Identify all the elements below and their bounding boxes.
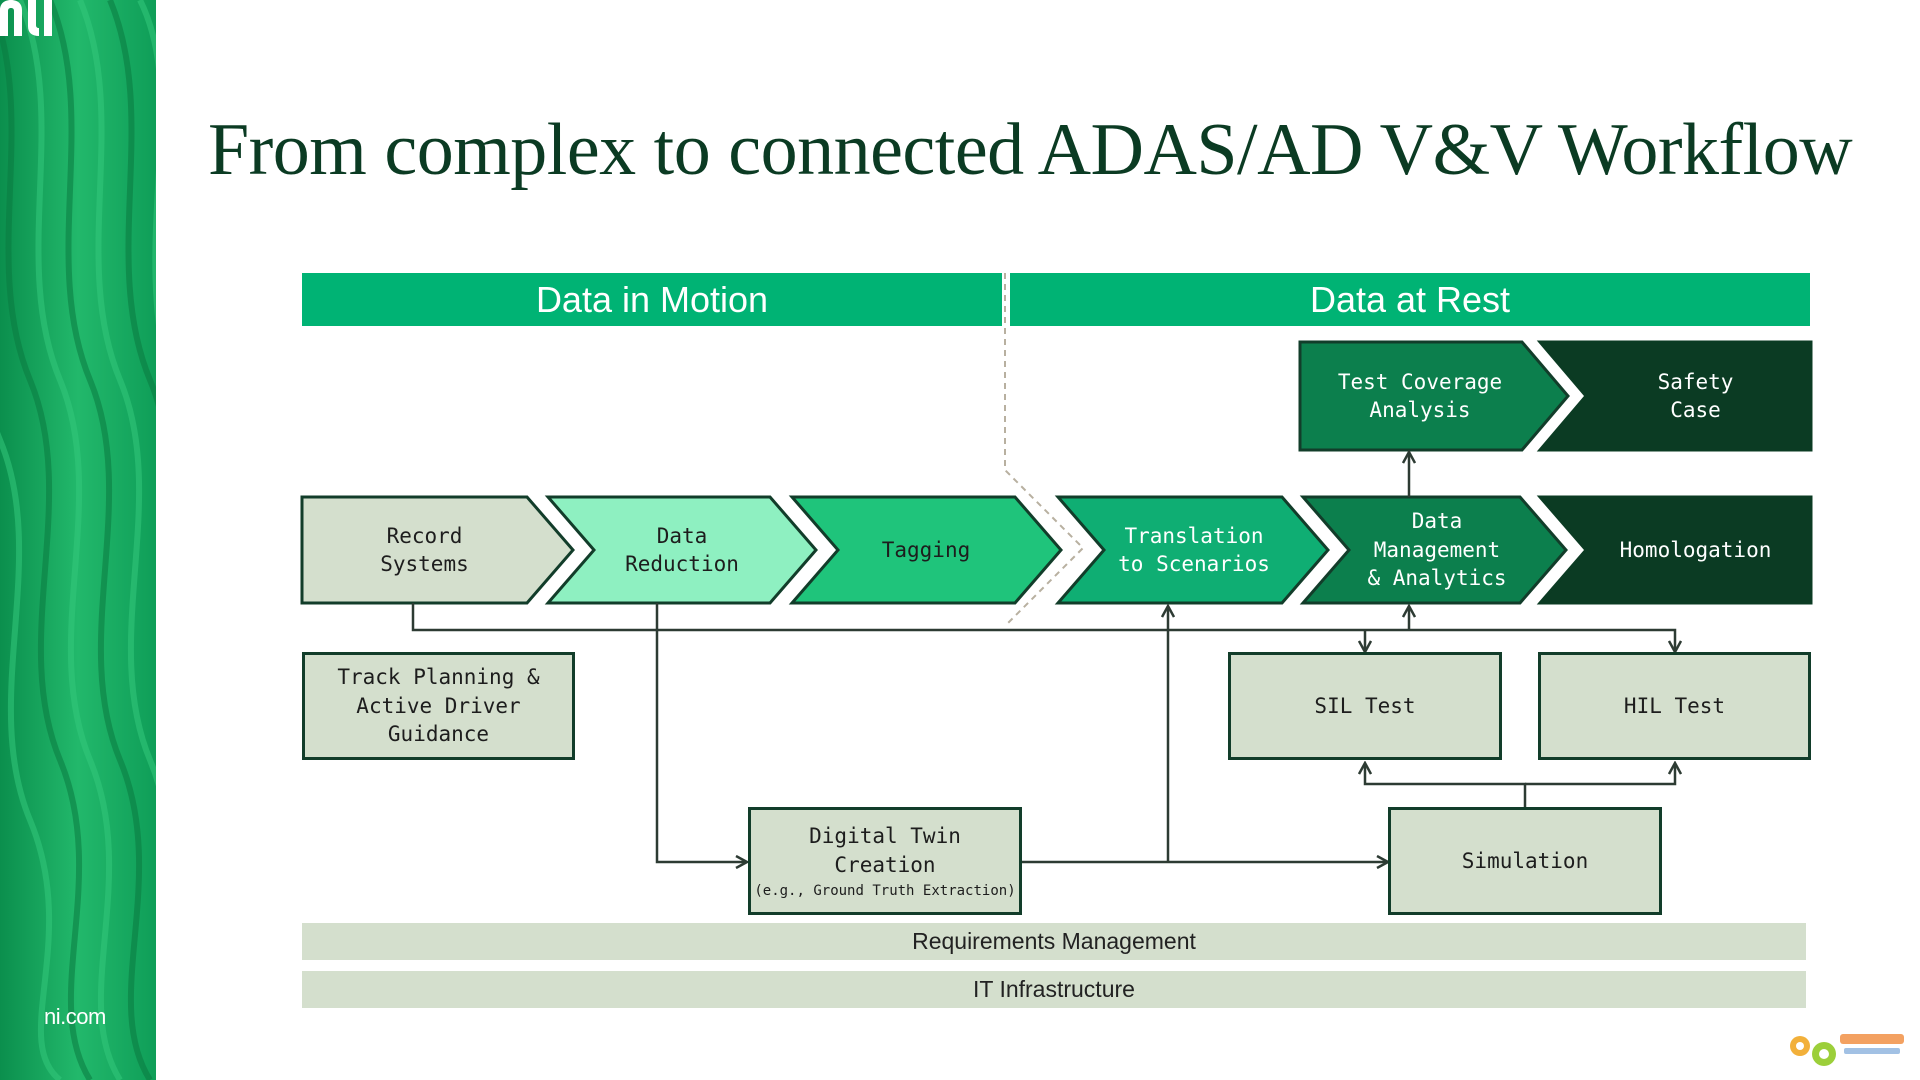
chevron-data-management — [1299, 495, 1568, 605]
watermark-gear-icon — [1790, 1034, 1904, 1066]
site-url[interactable]: ni.com — [44, 1004, 106, 1029]
label-data-reduction: Data Reduction — [625, 523, 739, 576]
label-test-coverage: Test Coverage Analysis — [1337, 369, 1503, 422]
box-track-planning: Track Planning & Active Driver Guidance — [302, 652, 575, 760]
label-translation: Translation to Scenarios — [1118, 523, 1270, 576]
label-safety-case: Safety Case — [1657, 369, 1734, 422]
band-data-at-rest: Data at Rest — [1010, 273, 1810, 326]
label-record-systems: Record Systems — [380, 523, 469, 576]
bar-it-infrastructure: IT Infrastructure — [302, 971, 1806, 1008]
chevron-homologation — [1536, 495, 1813, 605]
line-record-to-hil — [411, 603, 1675, 652]
ni-logo-icon — [0, 0, 52, 36]
chevron-data-reduction — [544, 495, 818, 605]
box-hil-test: HIL Test — [1538, 652, 1811, 760]
arrow-reduction-to-twin — [655, 603, 747, 862]
chevron-test-coverage — [1298, 340, 1570, 452]
box-sil-test: SIL Test — [1228, 652, 1502, 760]
digital-twin-subtitle: (e.g., Ground Truth Extraction) — [754, 882, 1016, 899]
arrow-sim-to-sil — [1365, 763, 1527, 807]
label-homologation: Homologation — [1619, 537, 1772, 562]
chevron-record-systems — [300, 495, 575, 605]
digital-twin-title: Digital Twin Creation — [809, 824, 961, 877]
brand-sidebar: ni.com — [0, 0, 156, 1080]
chevron-translation — [1054, 495, 1330, 605]
box-digital-twin: Digital Twin Creation (e.g., Ground Trut… — [748, 807, 1022, 915]
band-data-in-motion: Data in Motion — [302, 273, 1002, 326]
page-title: From complex to connected ADAS/AD V&V Wo… — [208, 109, 1853, 191]
arrow-sim-to-hil — [1525, 763, 1675, 786]
chevron-tagging — [788, 495, 1063, 605]
label-tagging: Tagging — [881, 537, 971, 562]
box-simulation: Simulation — [1388, 807, 1662, 915]
chevron-safety-case — [1536, 340, 1813, 452]
bar-requirements-management: Requirements Management — [302, 923, 1806, 960]
label-data-management: Data Management & Analytics — [1367, 509, 1507, 591]
wave-pattern — [0, 0, 156, 1080]
